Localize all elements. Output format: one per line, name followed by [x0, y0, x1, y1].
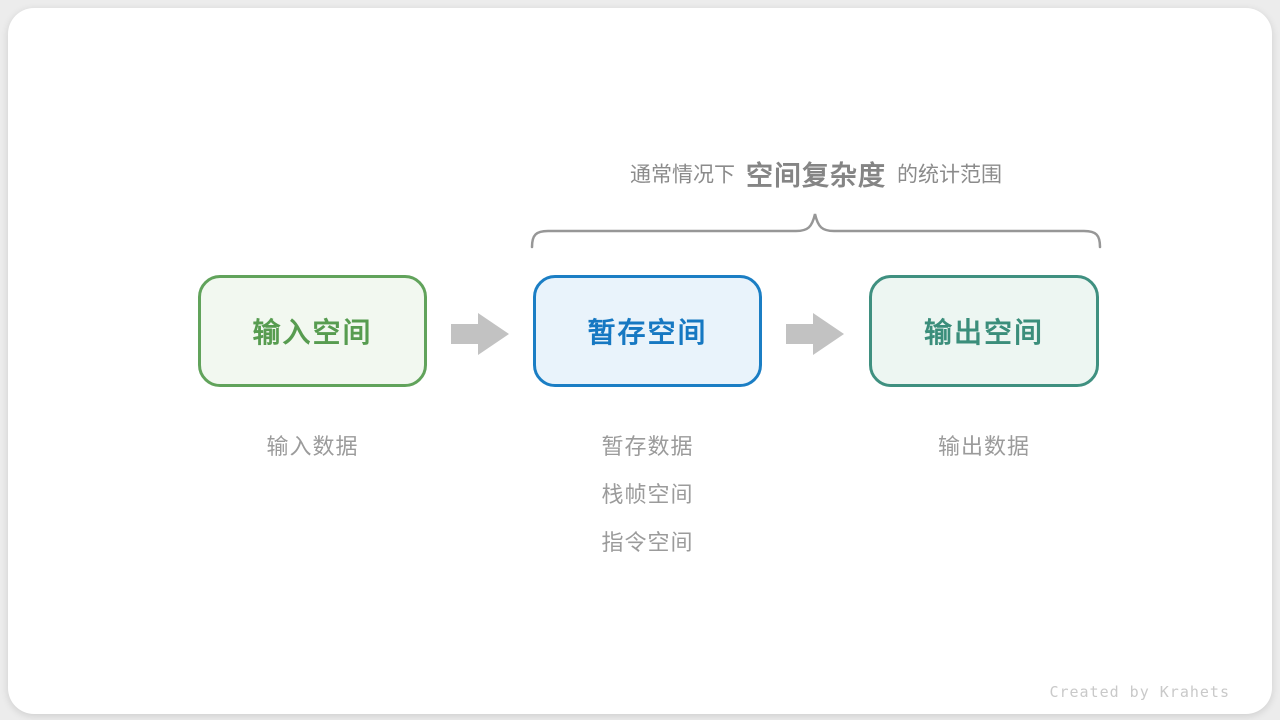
note-buffer-data: 暂存数据: [601, 434, 694, 459]
title-prefix: 通常情况下: [630, 163, 735, 187]
box-output-space: 输出空间: [869, 275, 1099, 387]
note-stack-frame-space: 栈帧空间: [601, 482, 694, 507]
scope-brace-icon: [530, 213, 1102, 249]
box-buffer-space-label: 暂存空间: [587, 317, 708, 348]
title-highlight: 空间复杂度: [746, 161, 886, 191]
box-input-space: 输入空间: [198, 275, 427, 387]
note-input-data: 输入数据: [266, 434, 359, 459]
title-suffix: 的统计范围: [897, 163, 1002, 187]
box-output-space-label: 输出空间: [923, 317, 1044, 348]
box-buffer-space: 暂存空间: [533, 275, 762, 387]
arrow-right-icon: [786, 313, 844, 355]
arrow-right-icon: [451, 313, 509, 355]
note-instruction-space: 指令空间: [601, 530, 694, 555]
diagram-card: 通常情况下空间复杂度的统计范围 输入空间 暂存空间 输出空间 输入数据 暂存数据: [8, 8, 1272, 714]
diagram-title: 通常情况下空间复杂度的统计范围: [528, 154, 1104, 193]
box-input-space-label: 输入空间: [252, 317, 373, 348]
credit-text: Created by Krahets: [1049, 683, 1230, 701]
note-output-data: 输出数据: [937, 434, 1030, 459]
